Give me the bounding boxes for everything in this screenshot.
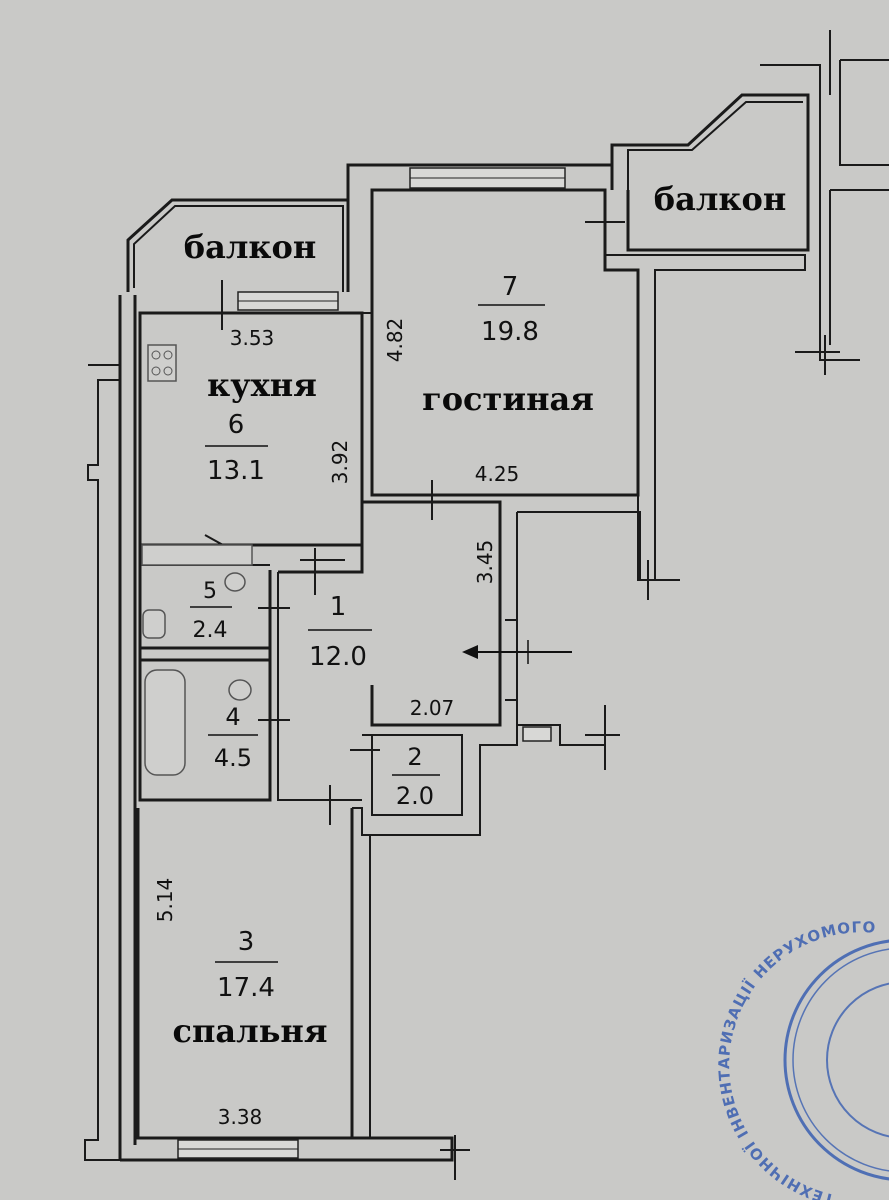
- walls: [84, 59, 889, 1162]
- room-number-kitchen: 6: [228, 410, 245, 440]
- room-name-kitchen: кухня: [207, 366, 317, 404]
- fixtures: [141, 344, 253, 776]
- kitchen-counter: [141, 544, 253, 566]
- room-area-bathroom: 4.5: [214, 744, 252, 772]
- room-number-living: 7: [502, 272, 519, 302]
- washbasin: [228, 679, 252, 701]
- room-area-toilet: 2.4: [193, 618, 228, 643]
- dim-kitchen-width: 3.53: [230, 326, 275, 350]
- windows: [177, 167, 566, 1159]
- room-number-hall: 1: [330, 592, 347, 622]
- room-area-hall: 12.0: [309, 642, 367, 672]
- dim-living-width: 4.25: [475, 462, 520, 486]
- entrance-arrow: [462, 640, 572, 664]
- dim-hall-depth: 3.45: [473, 540, 497, 585]
- sink: [224, 572, 246, 592]
- dim-bedroom-width: 3.38: [218, 1105, 263, 1129]
- stove: [147, 344, 177, 382]
- room-area-living: 19.8: [481, 317, 539, 347]
- dimension-labels: 3.53 3.92 4.82 4.25 3.45 2.07 5.14 3.38: [153, 318, 519, 1129]
- toilet-fixture: [142, 609, 166, 639]
- room-number-bathroom: 4: [225, 703, 240, 731]
- dim-bedroom-depth: 5.14: [153, 878, 177, 923]
- room-name-bedroom: спальня: [173, 1012, 328, 1050]
- room-labels: 6 13.1 кухня 7 19.8 гостиная 1 12.0 2 2.…: [173, 180, 787, 1050]
- room-number-toilet: 5: [203, 579, 217, 604]
- balcony-label-left: балкон: [184, 228, 317, 266]
- room-area-storage: 2.0: [396, 782, 434, 810]
- dim-kitchen-depth: 3.92: [328, 440, 352, 485]
- room-name-living: гостиная: [422, 380, 594, 418]
- dim-hall-width: 2.07: [410, 696, 455, 720]
- window-right: [522, 726, 552, 742]
- room-number-storage: 2: [407, 743, 422, 771]
- balcony-label-right: балкон: [654, 180, 787, 218]
- room-area-bedroom: 17.4: [217, 973, 275, 1003]
- bathtub: [144, 669, 186, 776]
- room-area-kitchen: 13.1: [207, 456, 265, 486]
- dim-living-depth: 4.82: [383, 318, 407, 363]
- room-number-bedroom: 3: [238, 927, 255, 957]
